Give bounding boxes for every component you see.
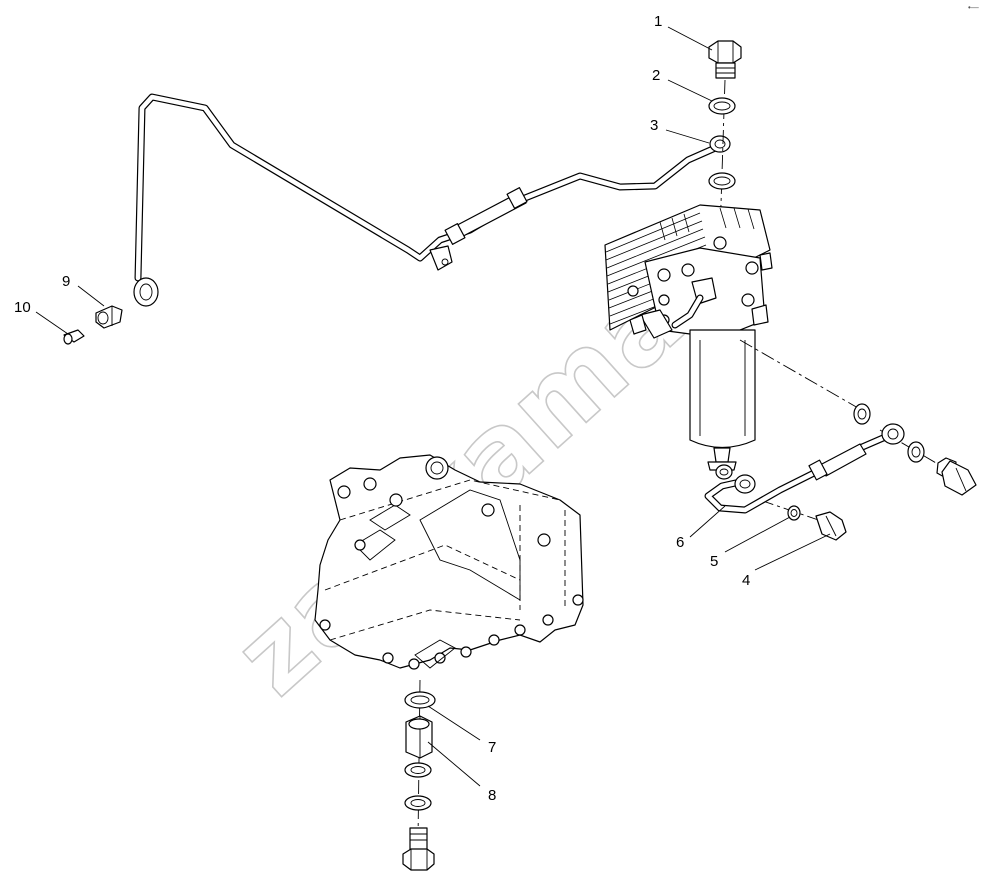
sealing-washer-lower xyxy=(708,172,736,190)
sealing-ring-7 xyxy=(404,691,436,709)
drain-plug-bolt xyxy=(402,827,435,871)
engine-block-plate xyxy=(314,454,584,670)
adapter-fitting-8 xyxy=(405,715,433,759)
callout-6: 6 xyxy=(676,534,684,551)
sealing-washer-upper xyxy=(708,97,736,115)
banjo-bolt-left xyxy=(95,305,123,329)
sealing-ring-small xyxy=(787,505,801,521)
callout-8: 8 xyxy=(488,787,496,804)
callout-2: 2 xyxy=(652,67,660,84)
callout-9: 9 xyxy=(62,273,70,290)
callout-labels: 1 2 3 4 5 6 7 8 9 10 xyxy=(14,13,750,804)
sealing-washer-filter xyxy=(715,464,733,480)
banjo-bolt-top xyxy=(708,40,742,79)
callout-1: 1 xyxy=(654,13,662,30)
oil-filter-heat-exchanger-assembly xyxy=(604,204,773,471)
banjo-bolt-right xyxy=(936,457,977,496)
small-bolt-left xyxy=(63,329,85,345)
callout-7: 7 xyxy=(488,739,496,756)
sealing-washer-right-1 xyxy=(853,403,871,425)
sealing-washer-8a xyxy=(404,762,432,778)
sealing-washer-8b xyxy=(404,795,432,811)
corner-mark: •— xyxy=(968,3,979,12)
hollow-bolt xyxy=(815,511,847,541)
callout-4: 4 xyxy=(742,572,750,589)
leader-lines xyxy=(35,26,831,787)
return-oil-pipe xyxy=(704,423,905,514)
callout-10: 10 xyxy=(14,299,31,316)
long-oil-pipe xyxy=(133,93,731,307)
callout-5: 5 xyxy=(710,553,718,570)
sealing-washer-right-2 xyxy=(907,441,925,463)
callout-3: 3 xyxy=(650,117,658,134)
